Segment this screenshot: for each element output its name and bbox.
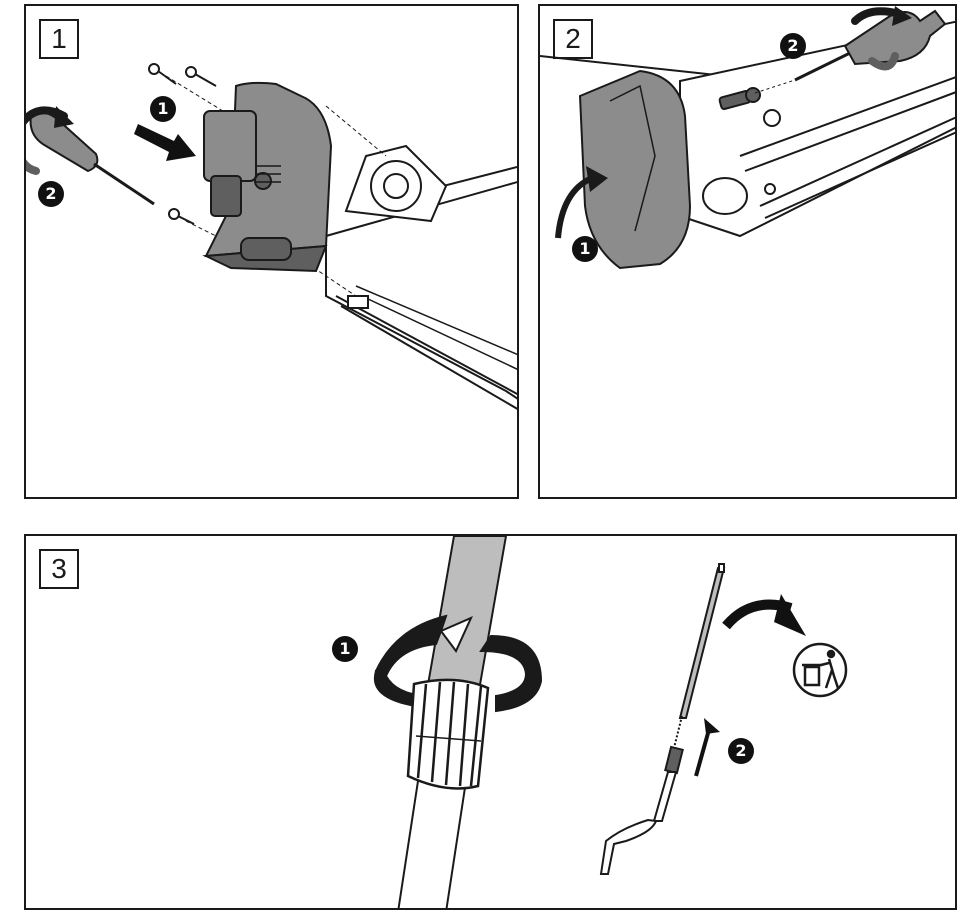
rotate-arrowhead <box>439 616 473 653</box>
screw-icon <box>148 63 217 225</box>
push-arrow-icon <box>694 718 720 777</box>
step-2-marker-1: 1 <box>572 236 598 262</box>
step-2-panel: 2 <box>538 4 957 499</box>
crank-handle-icon <box>599 563 726 875</box>
motor-unit <box>202 81 333 273</box>
pole-knob <box>406 678 490 790</box>
rotate-arrow-icon <box>555 175 594 239</box>
step-1-marker-1: 1 <box>150 96 176 122</box>
step-3-marker-2: 2 <box>728 738 754 764</box>
step-3-number: 3 <box>39 549 79 589</box>
trash-bin-icon <box>792 642 848 698</box>
step-1-panel: 1 <box>24 4 519 499</box>
rotate-arrowhead <box>54 106 74 128</box>
step-3-illustration <box>373 536 848 908</box>
step-3-marker-1: 1 <box>332 636 358 662</box>
step-2-number: 2 <box>553 19 593 59</box>
screw-icon <box>718 87 761 111</box>
guide-lines <box>165 75 387 297</box>
step-1-illustration <box>26 63 517 410</box>
step-2-illustration <box>540 6 955 270</box>
step-1-marker-2: 2 <box>38 181 64 207</box>
end-cap <box>578 69 692 270</box>
push-arrow-icon <box>134 124 196 161</box>
step-2-marker-2: 2 <box>780 33 806 59</box>
step-1-number: 1 <box>39 19 79 59</box>
awning-rail <box>325 144 517 410</box>
step-3-panel: 3 <box>24 534 957 910</box>
